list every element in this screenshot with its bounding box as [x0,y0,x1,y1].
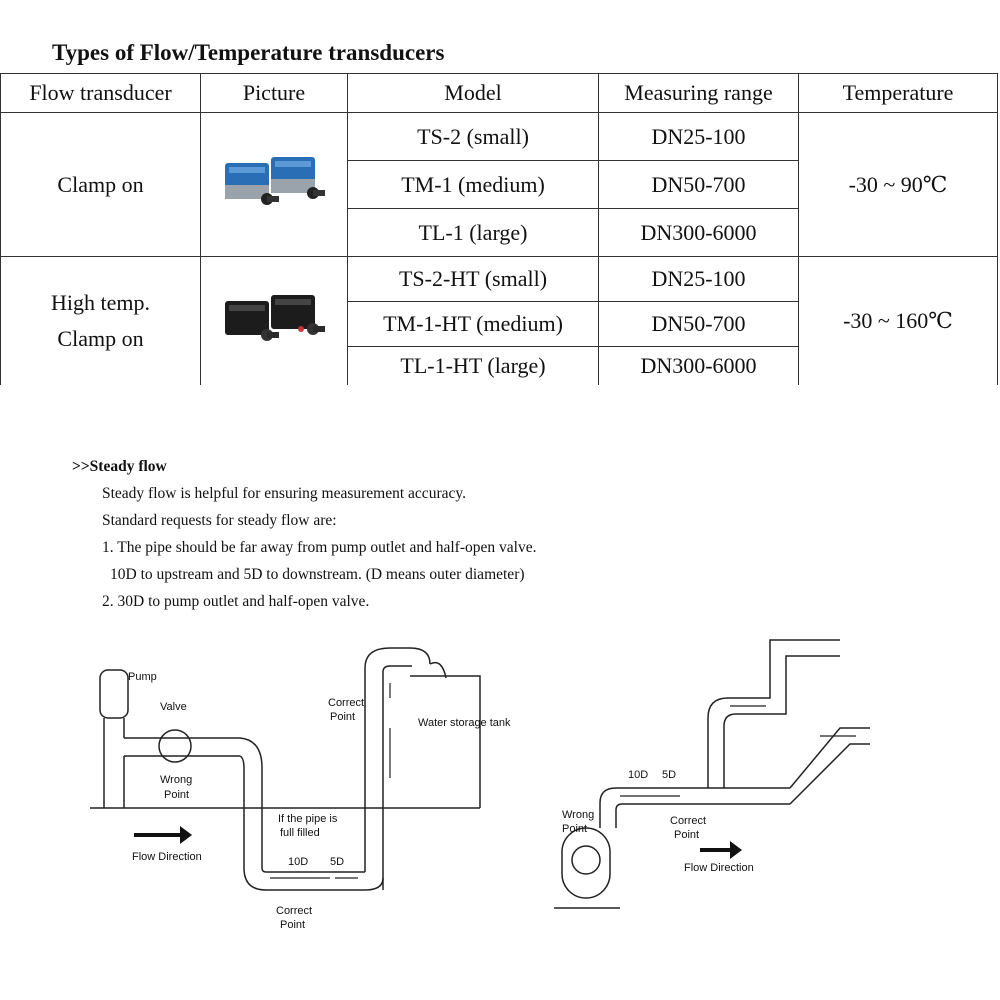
header-flow-transducer: Flow transducer [0,73,201,113]
wrong-label: Point [164,789,189,801]
pump-label: Pump [128,671,157,683]
correct-label: Correct [276,905,312,917]
header-temperature: Temperature [798,73,998,113]
flow-direction-label: Flow Direction [132,851,202,863]
correct-label: Point [330,711,355,723]
range-cell: DN50-700 [598,160,799,209]
table-row: TM-1 (medium) DN50-700 [1,160,998,209]
wrong-label: Wrong [160,774,192,786]
header-picture: Picture [200,73,348,113]
type-label: High temp. [51,290,150,315]
distance-label: 5D [330,856,344,868]
section-heading: >>Steady flow [72,458,167,475]
correct-label: Correct [328,697,364,709]
temperature-cell: -30 ~ 90℃ [798,112,998,257]
table-row: TM-1-HT (medium) DN50-700 [1,301,998,347]
paragraph-line: 10D to upstream and 5D to downstream. (D… [110,566,525,583]
transducer-table: Flow transducer Picture Model Measuring … [0,73,998,385]
range-cell: DN300-6000 [598,208,799,257]
picture-cell [200,256,348,385]
range-cell: DN50-700 [598,301,799,347]
paragraph-line: Steady flow is helpful for ensuring meas… [102,485,466,502]
paragraph-line: Standard requests for steady flow are: [102,512,337,529]
steady-flow-section: >>Steady flow Steady flow is helpful for… [72,458,536,615]
type-cell: High temp. Clamp on [0,256,201,385]
type-label: Clamp on [57,326,144,351]
valve-label: Valve [160,701,187,713]
full-filled-label: If the pipe is [278,813,338,825]
wrong-label: Point [562,823,587,835]
distance-label: 10D [288,856,308,868]
high-temp-transducer-image [225,295,325,341]
range-cell: DN25-100 [598,256,799,302]
table-header-row: Flow transducer Picture Model Measuring … [0,73,998,113]
type-cell: Clamp on [0,112,201,257]
model-cell: TS-2-HT (small) [347,256,599,302]
correct-label: Point [674,829,699,841]
correct-label: Correct [670,815,706,827]
clamp-on-transducer-image [225,156,325,205]
paragraph-line: 2. 30D to pump outlet and half-open valv… [102,593,370,610]
picture-cell [200,112,348,257]
correct-label: Point [280,919,305,931]
flow-arrow-icon [700,841,742,859]
header-model: Model [347,73,599,113]
range-cell: DN25-100 [598,112,799,161]
right-piping-diagram: Wrong Point Correct Point 10D 5D Flow Di… [554,639,870,909]
table-row: TL-1-HT (large) DN300-6000 [1,346,998,385]
range-cell: DN300-6000 [598,346,799,385]
table-row: Clamp on TS-2 (small) [0,112,998,257]
model-cell: TS-2 (small) [347,112,599,161]
temperature-cell: -30 ~ 160℃ [798,256,998,385]
left-piping-diagram: Pump Valve Wrong Point Flow Direction If… [90,647,511,931]
tank-label: Water storage tank [418,717,511,729]
type-label: Clamp on [57,171,144,197]
full-filled-label: full filled [280,827,320,839]
wrong-label: Wrong [562,809,594,821]
model-cell: TL-1-HT (large) [347,346,599,385]
page-title: Types of Flow/Temperature transducers [52,40,445,65]
model-cell: TL-1 (large) [347,208,599,257]
paragraph-line: 1. The pipe should be far away from pump… [102,539,537,556]
flow-arrow-icon [134,826,192,844]
header-measuring-range: Measuring range [598,73,799,113]
table-row: High temp. Clamp on [0,256,998,385]
distance-label: 10D [628,769,648,781]
model-cell: TM-1-HT (medium) [347,301,599,347]
table-row: TL-1 (large) DN300-6000 [1,208,998,257]
model-cell: TM-1 (medium) [347,160,599,209]
distance-label: 5D [662,769,676,781]
flow-direction-label: Flow Direction [684,862,754,874]
